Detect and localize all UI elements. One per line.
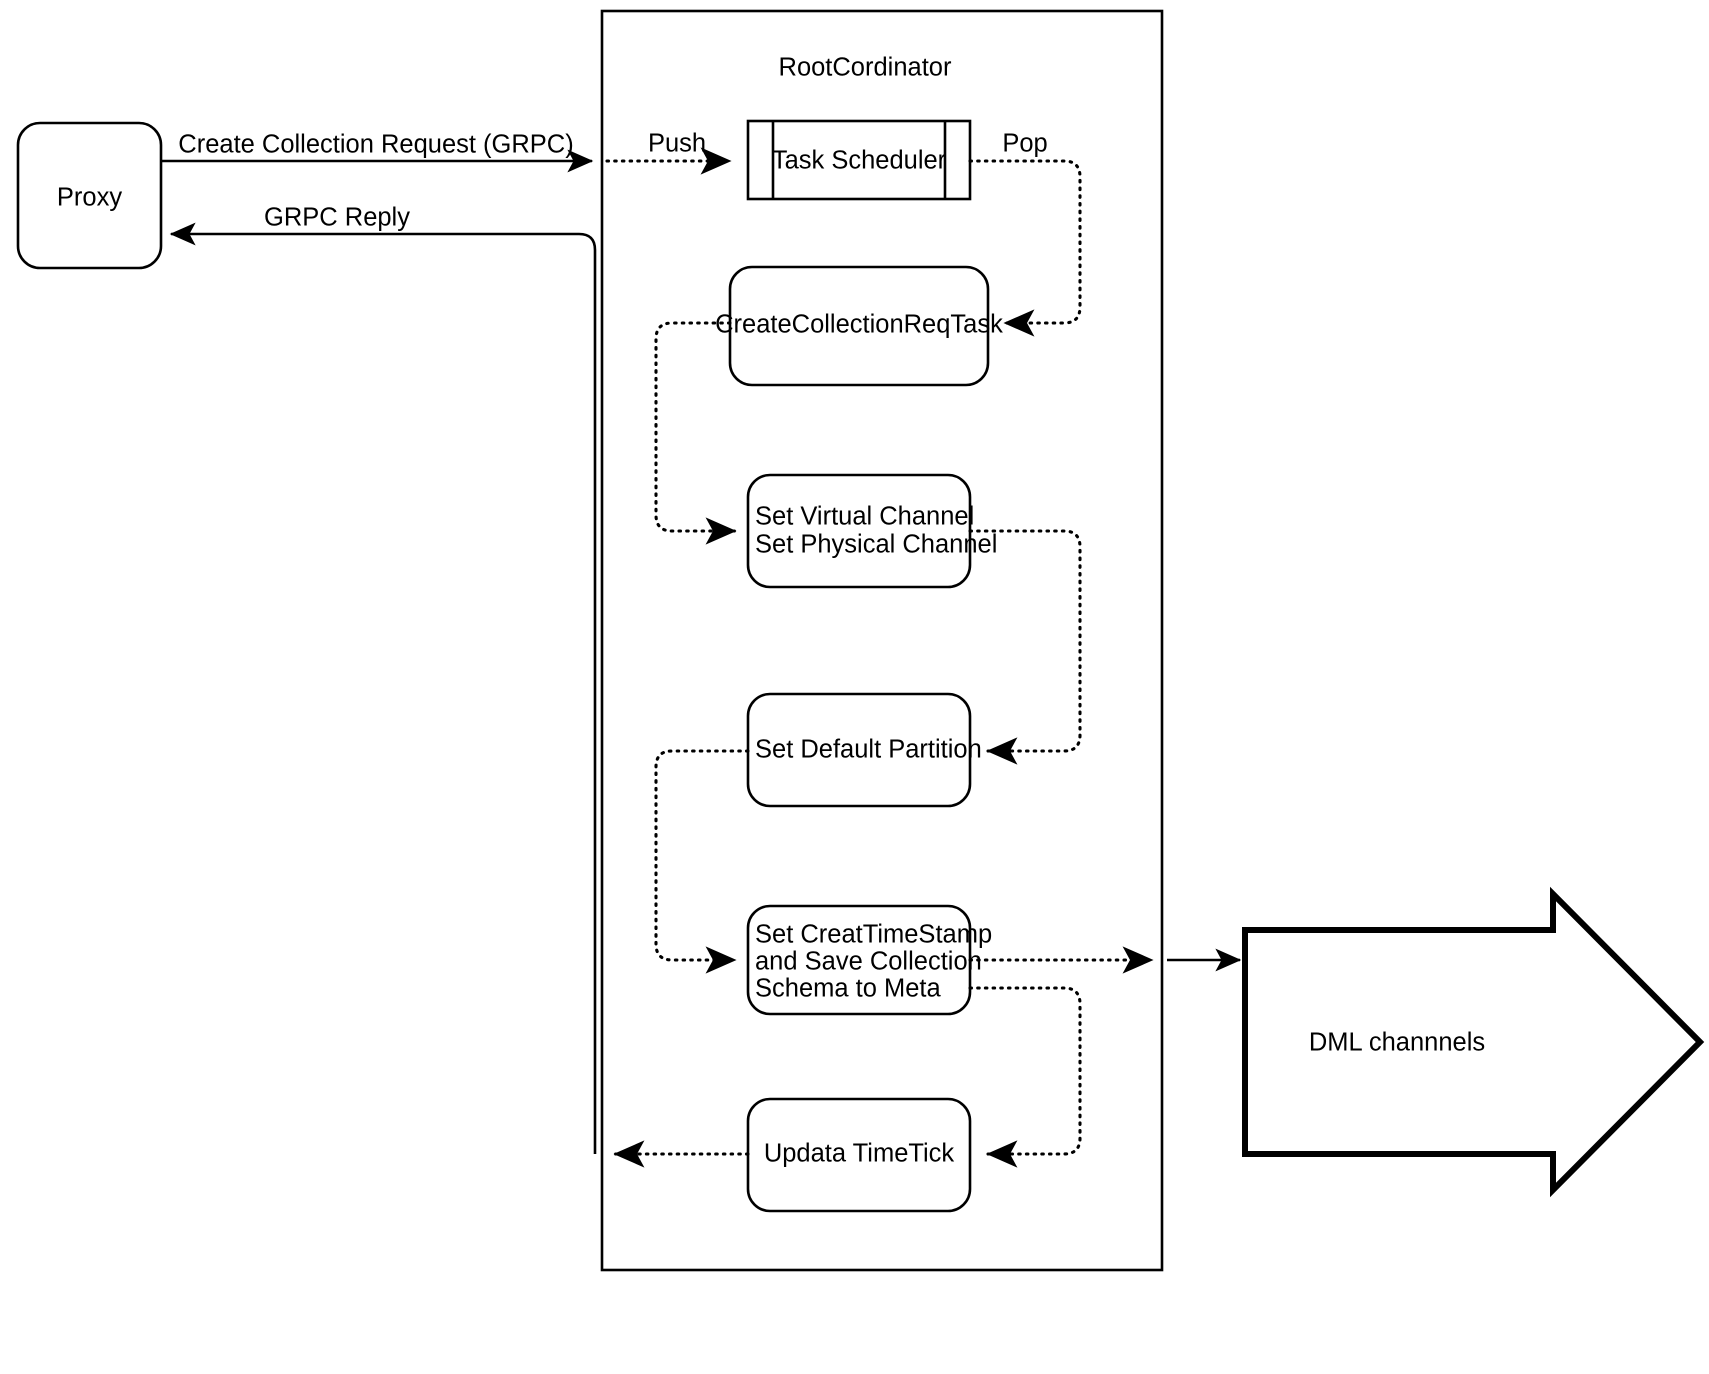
node-create-collection-req-task-label: CreateCollectionReqTask xyxy=(715,311,1003,339)
edge-set-channels-to-default-partition xyxy=(968,529,1082,765)
node-task-scheduler[interactable]: Task Scheduler xyxy=(746,119,972,201)
edge-push-label: Push xyxy=(648,130,706,158)
edge-task-to-set-channels xyxy=(654,321,737,545)
node-set-channels[interactable]: Set Virtual Channel Set Physical Channel xyxy=(746,473,997,589)
node-set-default-partition-label: Set Default Partition xyxy=(755,736,982,764)
rootcordinator-title: RootCordinator xyxy=(779,54,952,82)
node-updata-timetick-label: Updata TimeTick xyxy=(764,1140,955,1168)
edge-create-collection-request-label: Create Collection Request (GRPC) xyxy=(178,131,573,159)
node-updata-timetick[interactable]: Updata TimeTick xyxy=(746,1097,972,1213)
node-proxy[interactable]: Proxy xyxy=(16,121,163,270)
node-set-default-partition[interactable]: Set Default Partition xyxy=(746,692,982,808)
edge-pop-label: Pop xyxy=(1002,130,1047,158)
node-create-collection-req-task[interactable]: CreateCollectionReqTask xyxy=(715,265,1003,387)
node-set-channels-line1: Set Virtual Channel xyxy=(755,503,974,531)
node-set-creat-timestamp-line3: Schema to Meta xyxy=(755,975,941,1003)
rootcordinator-container xyxy=(600,9,1164,1272)
node-proxy-label: Proxy xyxy=(57,184,122,212)
node-set-creat-timestamp-line1: Set CreatTimeStamp xyxy=(755,921,992,949)
edge-pop xyxy=(968,159,1082,337)
node-set-creat-timestamp[interactable]: Set CreatTimeStamp and Save Collection S… xyxy=(746,904,992,1016)
node-dml-channels[interactable]: DML channnels xyxy=(1242,886,1705,1198)
edge-grpc-reply-label: GRPC Reply xyxy=(264,204,410,232)
edge-creat-timestamp-to-updata-timetick xyxy=(968,986,1082,1168)
node-set-channels-line2: Set Physical Channel xyxy=(755,531,997,559)
edge-grpc-reply xyxy=(169,222,597,1154)
node-set-creat-timestamp-line2: and Save Collection xyxy=(755,948,982,976)
edge-default-partition-to-creat-timestamp xyxy=(654,749,750,974)
node-dml-channels-label: DML channnels xyxy=(1309,1029,1485,1057)
node-task-scheduler-label: Task Scheduler xyxy=(772,147,947,175)
